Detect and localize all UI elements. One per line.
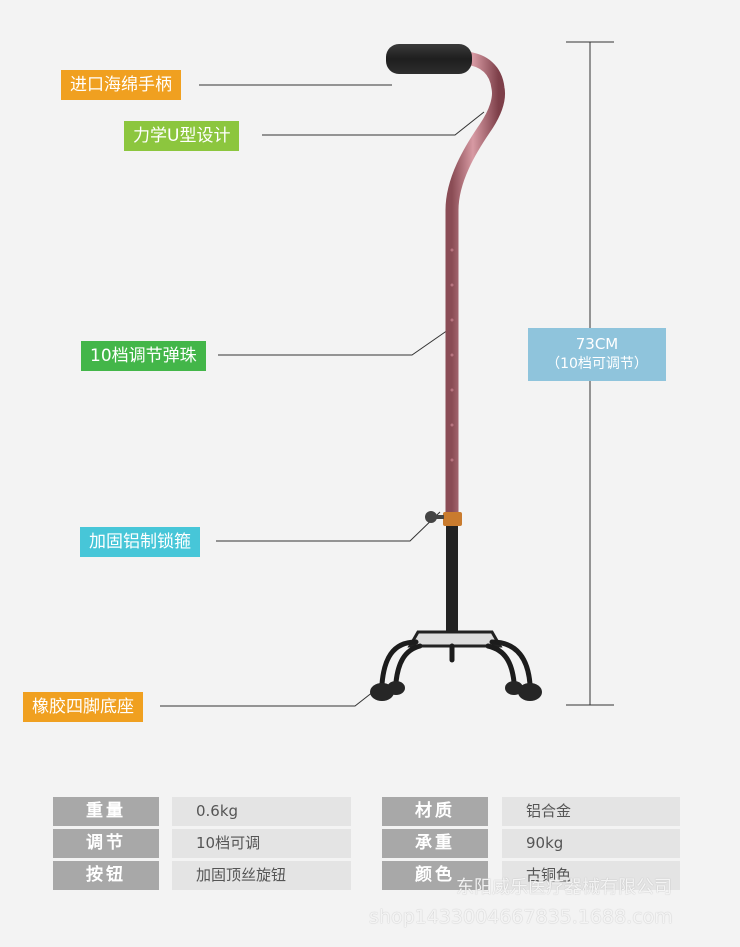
base-plate	[407, 630, 503, 648]
rubber-feet	[370, 681, 542, 701]
spec-label-adjust: 调节	[53, 829, 159, 858]
dimension-label: 73CM （10档可调节）	[528, 328, 666, 381]
callout-adjust-bead: 10档调节弹珠	[81, 341, 206, 371]
spec-value-weight: 0.6kg	[172, 797, 351, 826]
spec-label-material: 材质	[382, 797, 488, 826]
lock-collar	[443, 512, 462, 526]
leader-lines	[160, 84, 485, 707]
spec-label-weight: 重量	[53, 797, 159, 826]
dimension-height: 73CM	[575, 335, 619, 353]
spec-label-color: 颜色	[382, 861, 488, 890]
watermark-company: 东阳威乐医疗器械有限公司	[456, 877, 672, 898]
spec-label-load: 承重	[382, 829, 488, 858]
callout-base: 橡胶四脚底座	[23, 692, 143, 722]
base-legs	[379, 639, 533, 687]
spec-value-adjust: 10档可调	[172, 829, 351, 858]
spec-value-button: 加固顶丝旋钮	[172, 861, 351, 890]
spec-value-load: 90kg	[502, 829, 680, 858]
callout-u-design: 力学U型设计	[124, 121, 240, 151]
cane-lower-shaft	[446, 526, 458, 636]
watermark-shop: shop1433004667835.1688.com	[369, 906, 673, 928]
cane-grip	[386, 44, 472, 74]
callout-lock-hoop: 加固铝制锁箍	[80, 527, 200, 557]
dimension-note: （10档可调节）	[546, 356, 648, 372]
callout-handle: 进口海绵手柄	[61, 70, 181, 100]
cane-upper-shaft	[445, 51, 505, 521]
spec-value-color: 古铜色	[502, 861, 680, 890]
spec-value-material: 铝合金	[502, 797, 680, 826]
spec-label-button: 按钮	[53, 861, 159, 890]
